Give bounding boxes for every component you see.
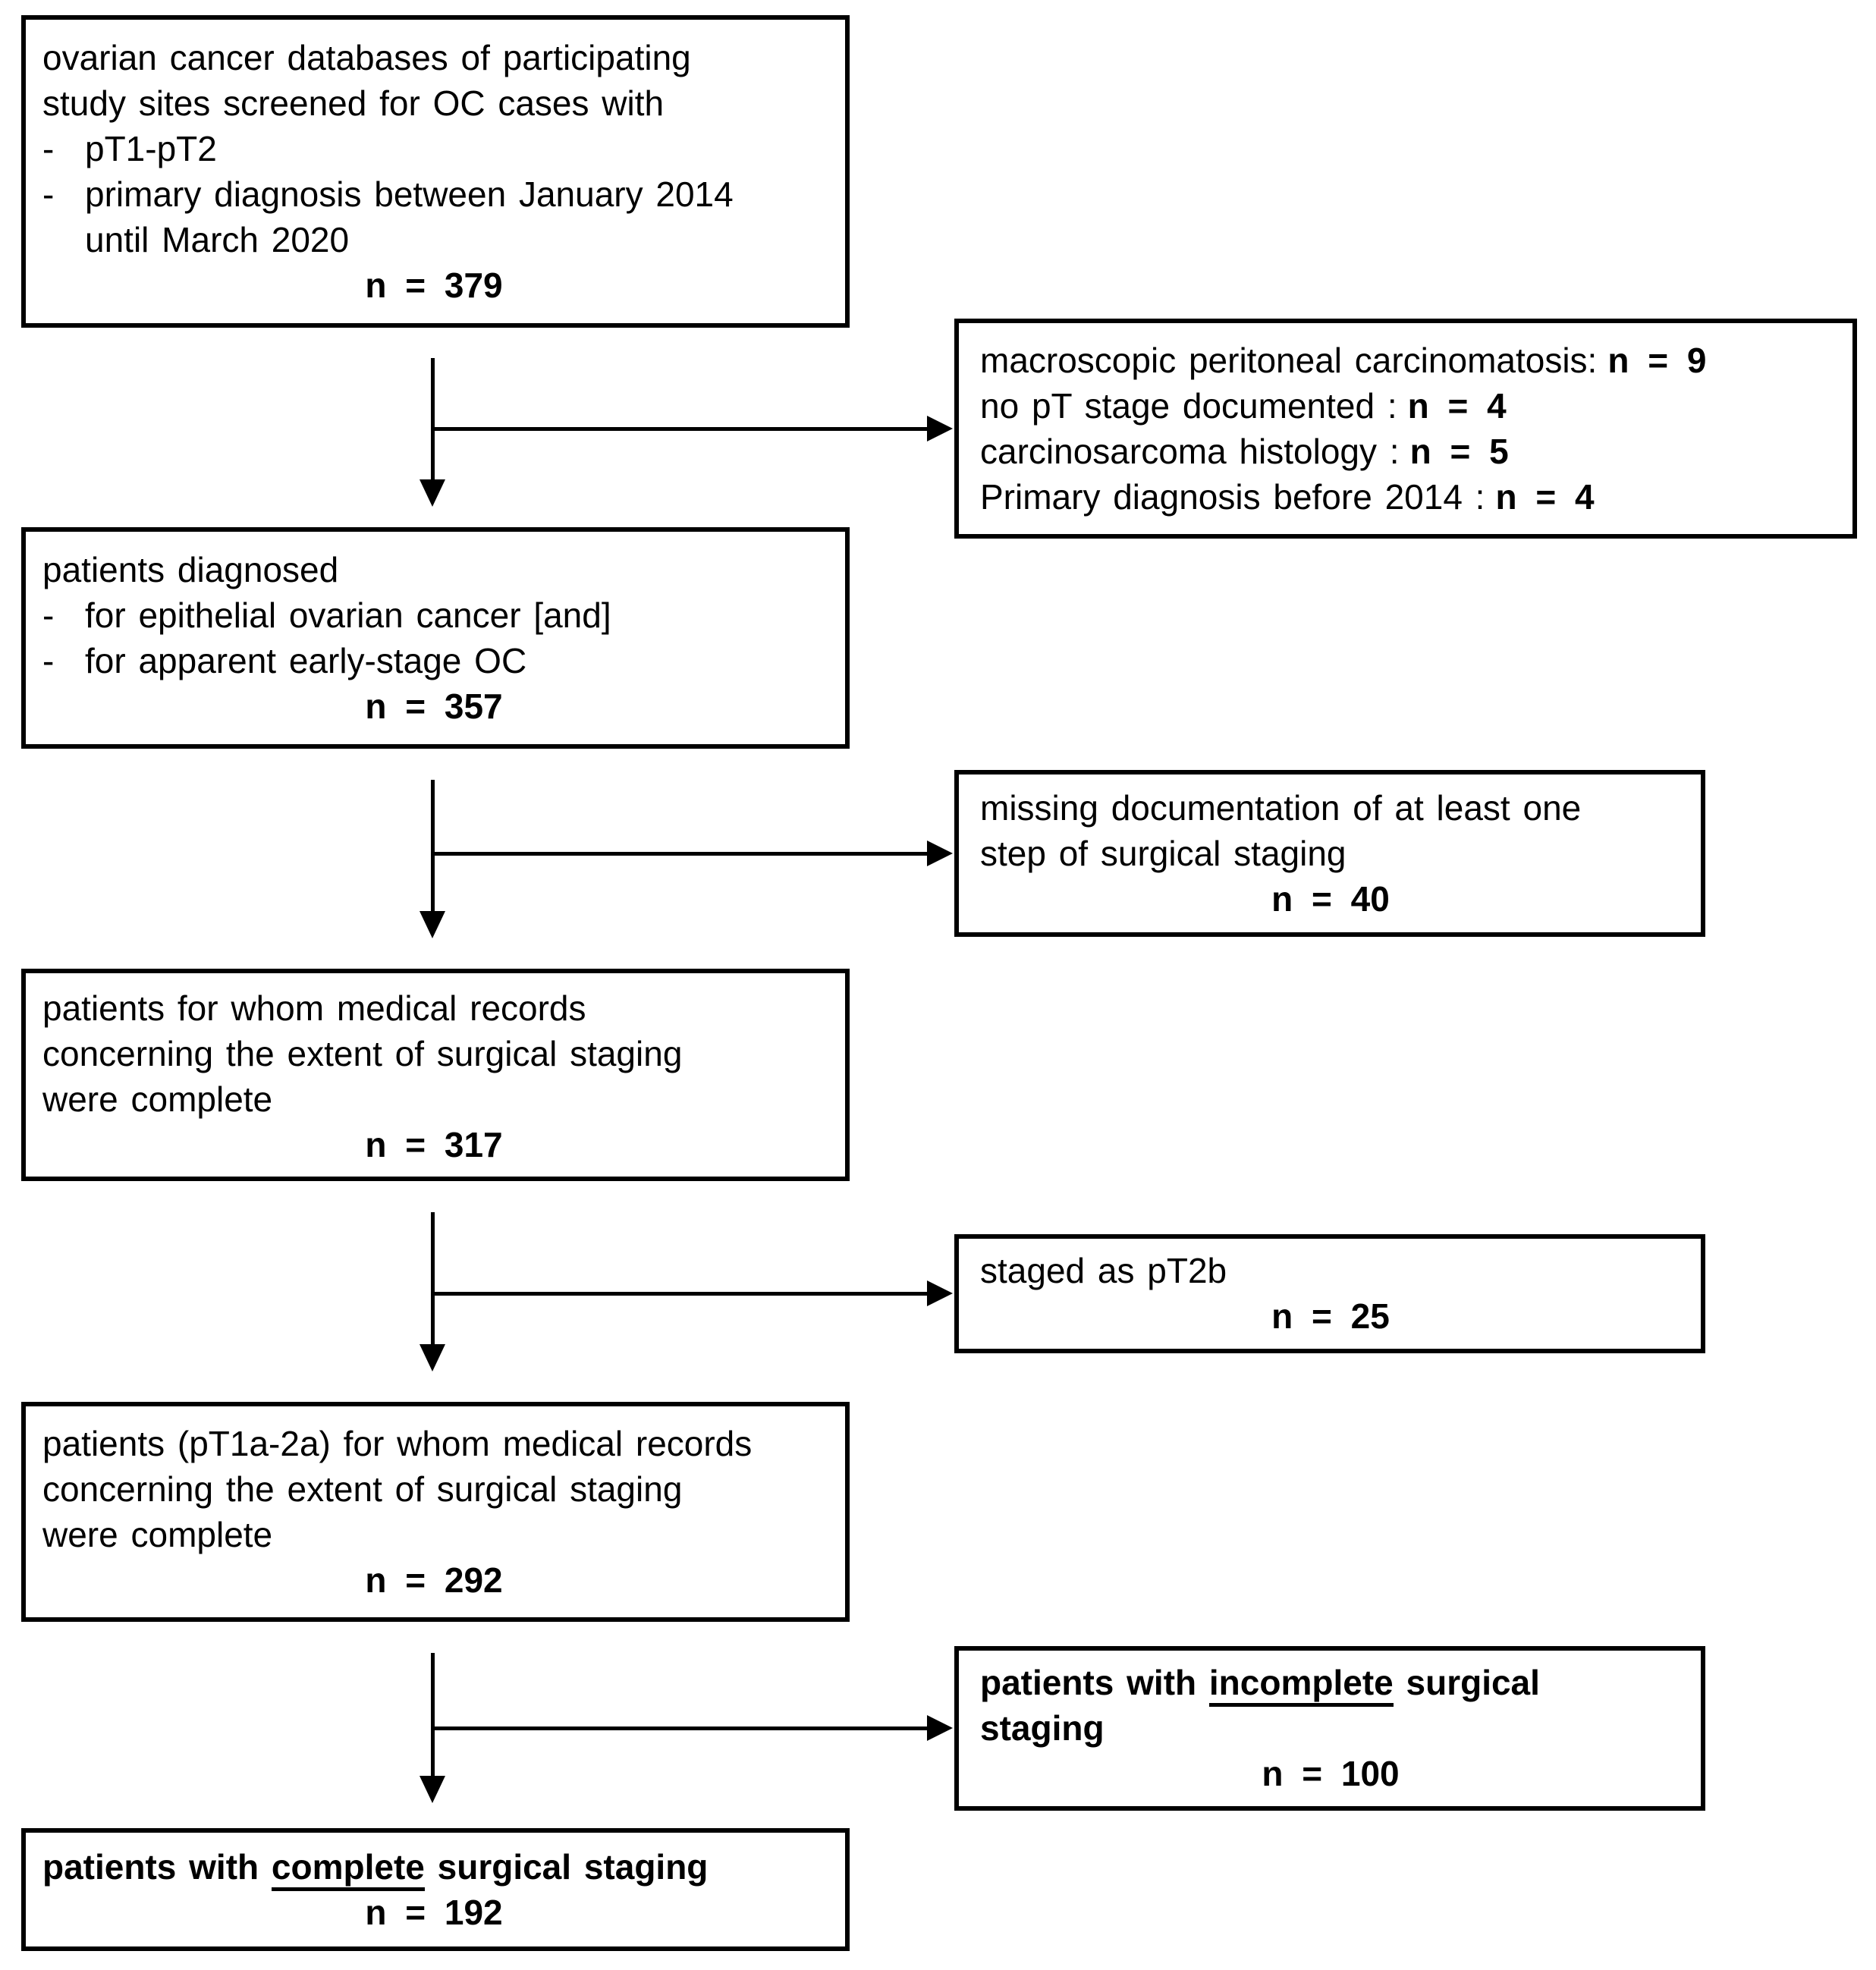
n-count: n = 357 (365, 687, 503, 726)
arrowhead-down-icon (420, 1776, 445, 1803)
exclusion-row: macroscopic peritoneal carcinomatosis:n … (980, 338, 1833, 383)
arrowhead-down-icon (420, 479, 445, 507)
n-count: n = 317 (365, 1125, 503, 1164)
arrow-line-horizontal (432, 1726, 927, 1730)
exclusion-label: carcinosarcoma histology : (980, 432, 1400, 471)
box-text-line: ovarian cancer databases of participatin… (42, 38, 691, 77)
text-segment: patients with (980, 1663, 1209, 1702)
exclusion-row: carcinosarcoma histology :n = 5 (980, 429, 1833, 474)
bullet-line: -for apparent early-stage OC (42, 638, 825, 683)
n-count: n = 4 (1407, 386, 1507, 426)
box-screening: ovarian cancer databases of participatin… (21, 15, 850, 328)
exclusion-row: no pT stage documented :n = 4 (980, 383, 1833, 429)
box-text-line: were complete (42, 1515, 273, 1554)
box-text-line: patients with complete surgical staging (42, 1844, 825, 1891)
box-text-line: patients for whom medical records (42, 988, 586, 1028)
text-segment: patients with (42, 1847, 272, 1887)
bullet-line: -for epithelial ovarian cancer [and] (42, 592, 825, 638)
arrowhead-right-icon (927, 840, 953, 866)
n-count: n = 292 (365, 1560, 503, 1600)
box-complete-staging: patients with complete surgical staging … (21, 1828, 850, 1951)
box-exclusion-screening: macroscopic peritoneal carcinomatosis:n … (954, 319, 1857, 539)
arrowhead-down-icon (420, 1344, 445, 1371)
n-count: n = 379 (365, 265, 503, 305)
n-count: n = 192 (365, 1893, 503, 1932)
n-count: n = 25 (1271, 1296, 1390, 1336)
underlined-word: complete (271, 1847, 425, 1891)
bullet-text: for apparent early-stage OC (85, 641, 527, 680)
exclusion-label: Primary diagnosis before 2014 : (980, 477, 1485, 517)
bullet-text: pT1-pT2 (85, 129, 217, 168)
arrow-line-vertical (431, 358, 435, 482)
arrow-line-vertical (431, 780, 435, 911)
box-complete-records-pt1a-2a: patients (pT1a-2a) for whom medical reco… (21, 1402, 850, 1622)
box-text-line: patients with incomplete surgical (980, 1660, 1681, 1707)
n-count: n = 100 (1262, 1754, 1400, 1793)
arrow-line-vertical (431, 1212, 435, 1344)
box-exclusion-missing-documentation: missing documentation of at least one st… (954, 770, 1705, 937)
arrow-line-horizontal (432, 427, 927, 431)
arrowhead-right-icon (927, 1715, 953, 1741)
bullet-dash: - (42, 174, 55, 214)
bullet-line: -pT1-pT2 (42, 126, 825, 171)
box-diagnosed: patients diagnosed -for epithelial ovari… (21, 527, 850, 749)
n-count: n = 4 (1495, 477, 1595, 517)
arrowhead-right-icon (927, 1280, 953, 1306)
bullet-text: for epithelial ovarian cancer [and] (85, 595, 611, 635)
bullet-dash: - (42, 129, 55, 168)
box-text-line: concerning the extent of surgical stagin… (42, 1034, 683, 1073)
text-segment: surgical staging (424, 1847, 709, 1887)
box-exclusion-incomplete-staging: patients with incomplete surgical stagin… (954, 1646, 1705, 1811)
box-text-line: step of surgical staging (980, 834, 1347, 873)
exclusion-label: macroscopic peritoneal carcinomatosis: (980, 341, 1598, 380)
n-count: n = 9 (1607, 341, 1707, 380)
box-text-line: were complete (42, 1079, 273, 1119)
arrowhead-down-icon (420, 911, 445, 938)
box-text-line: patients (pT1a-2a) for whom medical reco… (42, 1424, 753, 1463)
exclusion-row: Primary diagnosis before 2014 :n = 4 (980, 474, 1833, 520)
box-exclusion-pt2b: staged as pT2b n = 25 (954, 1234, 1705, 1353)
arrow-line-vertical (431, 1653, 435, 1776)
text-segment: surgical (1393, 1663, 1540, 1702)
box-text-line: patients diagnosed (42, 550, 339, 589)
box-text-line: missing documentation of at least one (980, 788, 1582, 828)
bullet-text: primary diagnosis between January 2014 (85, 174, 734, 214)
box-complete-records: patients for whom medical records concer… (21, 969, 850, 1181)
n-count: n = 40 (1271, 879, 1390, 919)
arrow-line-horizontal (432, 1292, 927, 1296)
box-text-line: study sites screened for OC cases with (42, 83, 665, 123)
n-count: n = 5 (1409, 432, 1509, 471)
bullet-dash: - (42, 595, 55, 635)
box-text-line: concerning the extent of surgical stagin… (42, 1469, 683, 1509)
arrowhead-right-icon (927, 416, 953, 441)
box-text-line: staged as pT2b (980, 1251, 1227, 1290)
box-text-line: staging (980, 1708, 1105, 1748)
underlined-word: incomplete (1208, 1663, 1394, 1707)
bullet-continuation-line: until March 2020 (85, 220, 350, 259)
arrow-line-horizontal (432, 852, 927, 856)
exclusion-label: no pT stage documented : (980, 386, 1397, 426)
bullet-line: -primary diagnosis between January 2014 (42, 171, 825, 217)
bullet-dash: - (42, 641, 55, 680)
